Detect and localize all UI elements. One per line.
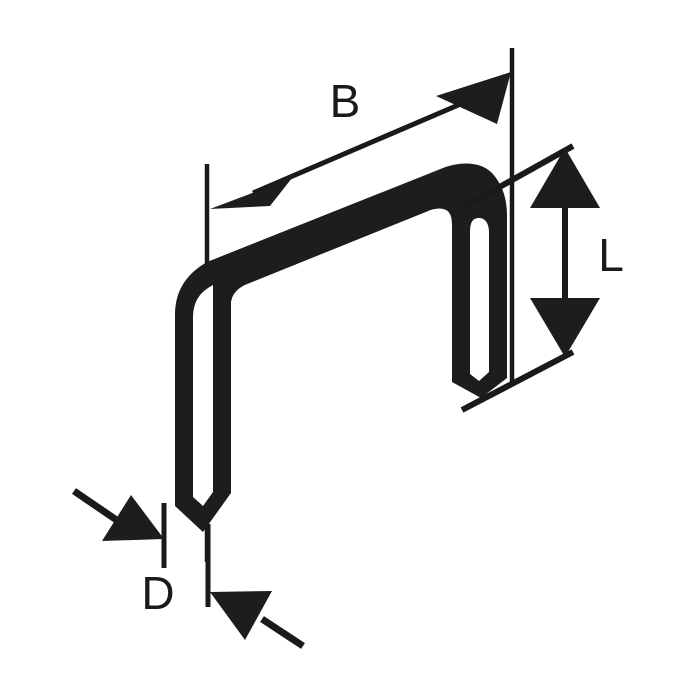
dimension-d-label: D <box>141 567 174 619</box>
dimension-l-arrowhead-down <box>530 298 600 357</box>
dimension-d-leader-lower-right <box>260 616 305 649</box>
dimension-l: L <box>460 143 624 413</box>
staple-shape <box>175 163 507 532</box>
dimension-l-arrowhead-up <box>530 148 600 208</box>
dimension-b-label: B <box>330 75 361 127</box>
staple-right-leg-inner-cut <box>470 218 489 381</box>
dimension-d: D <box>72 488 305 649</box>
dimension-l-label: L <box>598 229 624 281</box>
staple-outline <box>175 163 507 532</box>
dimension-b: B <box>210 72 511 209</box>
staple-crown-front-highlight <box>231 208 443 308</box>
dimension-l-leader-lower <box>460 349 575 413</box>
dimension-d-arrowhead-upper-left <box>102 495 164 541</box>
dimension-b-arrowhead-left <box>210 178 292 209</box>
dimension-b-line <box>252 97 471 196</box>
dimension-d-arrowhead-lower-right <box>210 591 272 640</box>
dimension-l-leader-upper <box>460 143 575 211</box>
dimension-b-arrowhead-right <box>436 72 511 124</box>
staple-left-leg-inner-cut <box>193 285 213 506</box>
dimension-d-leader-upper-left <box>72 488 120 524</box>
